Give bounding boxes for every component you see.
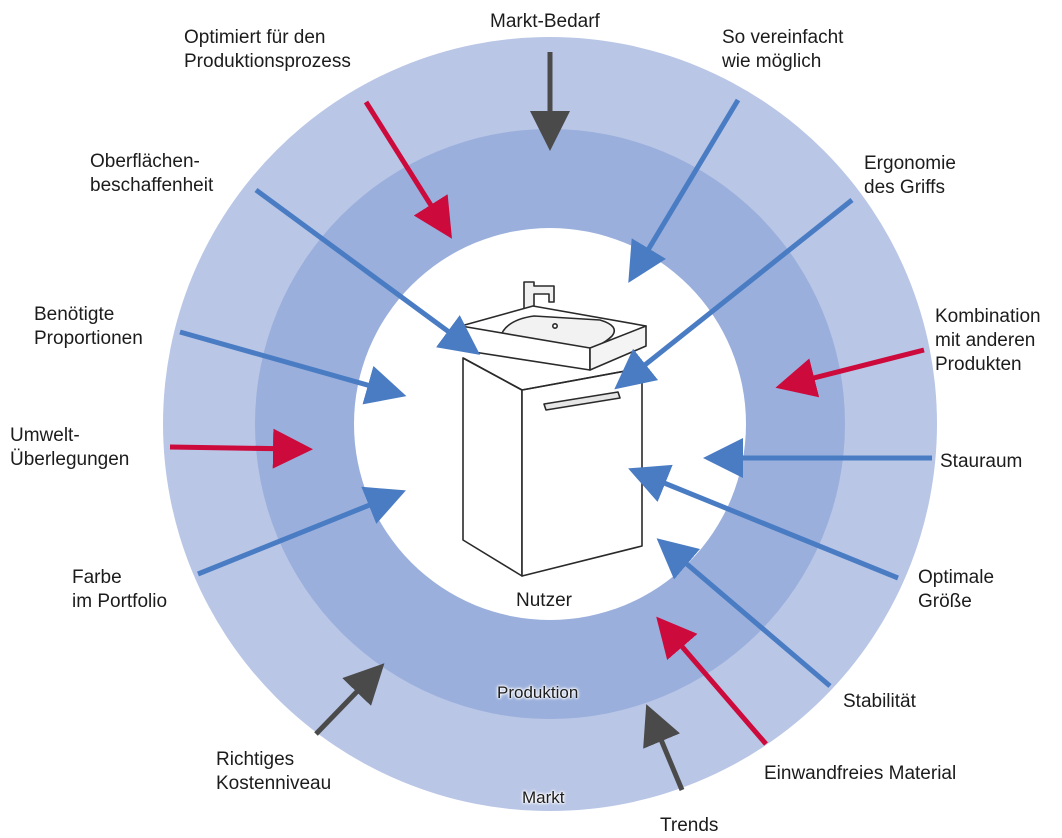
- factor-label-oberflaechen: Oberflächen-beschaffenheit: [90, 150, 213, 198]
- factor-label-umwelt: Umwelt- Überlegungen: [10, 424, 129, 472]
- factor-label-line: Optimale: [918, 567, 995, 588]
- factor-label-line: mit anderen: [935, 330, 1036, 351]
- factor-label-line: beschaffenheit: [90, 175, 214, 196]
- factor-label-line: Optimiert für den: [184, 27, 326, 48]
- factor-label-line: Proportionen: [34, 328, 143, 349]
- factor-label-stabilitaet: Stabilität: [843, 690, 916, 714]
- factor-label-line: Überlegungen: [10, 449, 130, 470]
- factor-label-line: Richtiges: [216, 749, 295, 770]
- factor-label-line: Oberflächen-: [90, 151, 200, 172]
- factor-label-stauraum: Stauraum: [940, 450, 1022, 474]
- arrow-icon-farbe: [197, 486, 406, 577]
- factor-label-line: So vereinfacht: [722, 27, 844, 48]
- factor-label-line: Farbe: [72, 567, 122, 588]
- factor-label-material: Einwandfreies Material: [764, 762, 956, 786]
- factor-label-line: Umwelt-: [10, 425, 80, 446]
- factor-label-line: im Portfolio: [72, 591, 168, 612]
- arrow-icon-oberflaechen: [254, 187, 481, 355]
- factor-label-line: Trends: [660, 815, 719, 836]
- arrow-icon-optimiert: [363, 100, 452, 239]
- arrow-icon-material: [656, 616, 768, 746]
- factor-label-vereinfacht: So vereinfacht wie möglich: [722, 26, 843, 74]
- arrow-icon-trends: [643, 704, 685, 791]
- arrow-icon-kosten: [314, 663, 385, 736]
- factor-label-line: Größe: [918, 591, 972, 612]
- factor-label-line: wie möglich: [722, 51, 822, 72]
- washbasin-cabinet-icon: [460, 281, 647, 577]
- arrows-group: [169, 52, 932, 791]
- label-markt: Markt: [522, 788, 565, 807]
- arrow-icon-kombination: [775, 347, 925, 398]
- factor-label-line: Kostenniveau: [216, 773, 332, 794]
- label-nutzer: Nutzer: [516, 590, 572, 611]
- arrow-icon-vereinfacht: [628, 98, 741, 283]
- factor-label-ergonomie: Ergonomie des Griffs: [864, 152, 956, 200]
- factor-label-markt-bedarf: Markt-Bedarf: [490, 10, 600, 34]
- factor-label-line: Stauraum: [940, 451, 1023, 472]
- factor-label-line: Benötigte: [34, 304, 115, 325]
- factor-label-line: Produktionsprozess: [184, 51, 351, 72]
- arrow-icon-stabilitaet: [656, 538, 832, 688]
- arrow-icon-umwelt: [169, 428, 313, 469]
- arrow-icon-proportionen: [179, 329, 407, 405]
- factor-label-line: Produkten: [935, 354, 1022, 375]
- factor-label-line: Markt-Bedarf: [490, 11, 600, 32]
- label-produktion: Produktion: [497, 683, 579, 702]
- factor-label-line: Kombination: [935, 306, 1041, 327]
- arrow-icon-ergonomie: [614, 198, 854, 390]
- factor-label-line: Stabilität: [843, 691, 916, 712]
- factor-label-line: Ergonomie: [864, 153, 956, 174]
- factor-label-farbe: Farbe im Portfolio: [72, 566, 167, 614]
- factor-label-line: des Griffs: [864, 177, 945, 198]
- arrow-icon-groesse: [628, 464, 899, 581]
- factor-label-line: Einwandfreies Material: [764, 763, 957, 784]
- factor-label-trends: Trends: [660, 814, 718, 838]
